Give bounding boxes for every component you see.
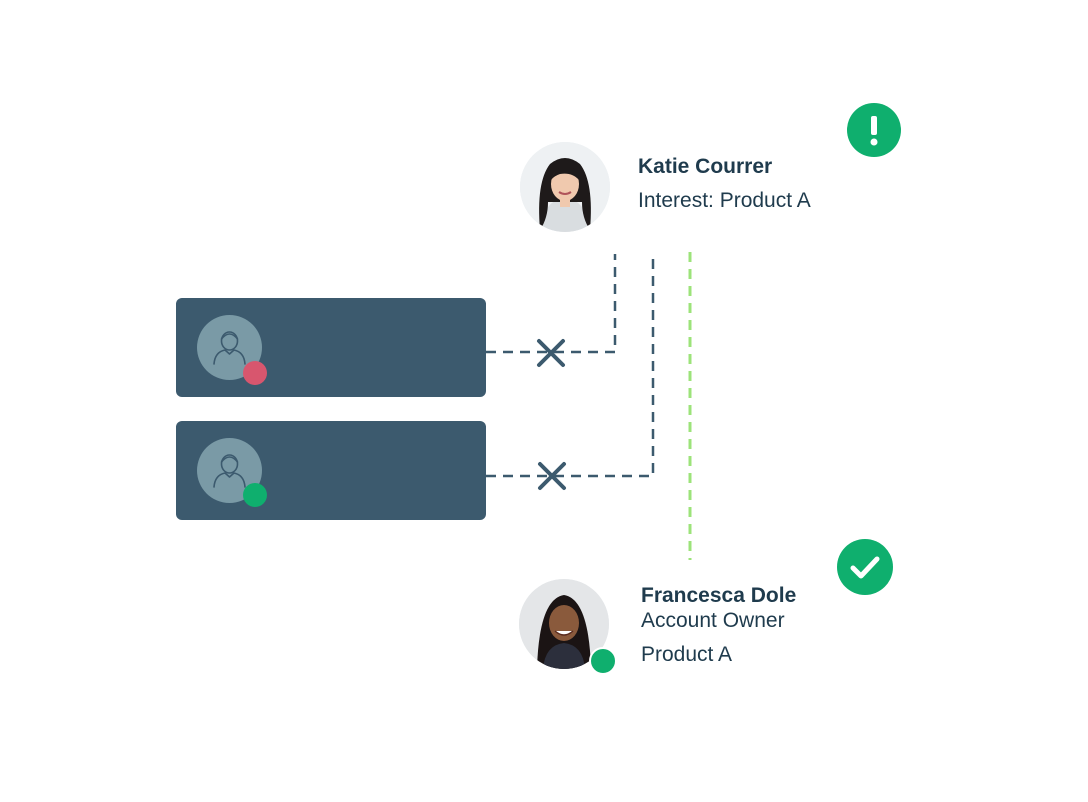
agent-card[interactable]	[176, 421, 486, 520]
exclamation-icon	[870, 116, 878, 146]
status-available-dot	[243, 483, 267, 507]
person-photo-icon	[520, 142, 610, 232]
owner-name: Francesca Dole	[641, 584, 797, 607]
status-away-dot	[243, 361, 267, 385]
owner-product: Product A	[641, 643, 733, 666]
success-badge	[837, 539, 893, 595]
owner-avatar	[519, 579, 609, 669]
agent-avatar	[197, 438, 262, 503]
status-available-dot	[589, 647, 617, 675]
lead-name: Katie Courrer	[638, 155, 773, 178]
alert-badge	[847, 103, 901, 157]
user-avatar-icon	[213, 331, 246, 365]
owner-role: Account Owner	[641, 609, 785, 632]
user-avatar-icon	[213, 454, 246, 488]
checkmark-icon	[850, 556, 880, 579]
agent-1-connector	[486, 254, 617, 354]
lead-avatar	[520, 142, 610, 232]
x-icon	[537, 339, 565, 367]
lead-interest: Interest: Product A	[638, 189, 811, 212]
x-icon	[538, 462, 566, 490]
agent-2-connector	[486, 256, 655, 478]
person-photo-icon	[519, 579, 609, 669]
agent-card[interactable]	[176, 298, 486, 397]
